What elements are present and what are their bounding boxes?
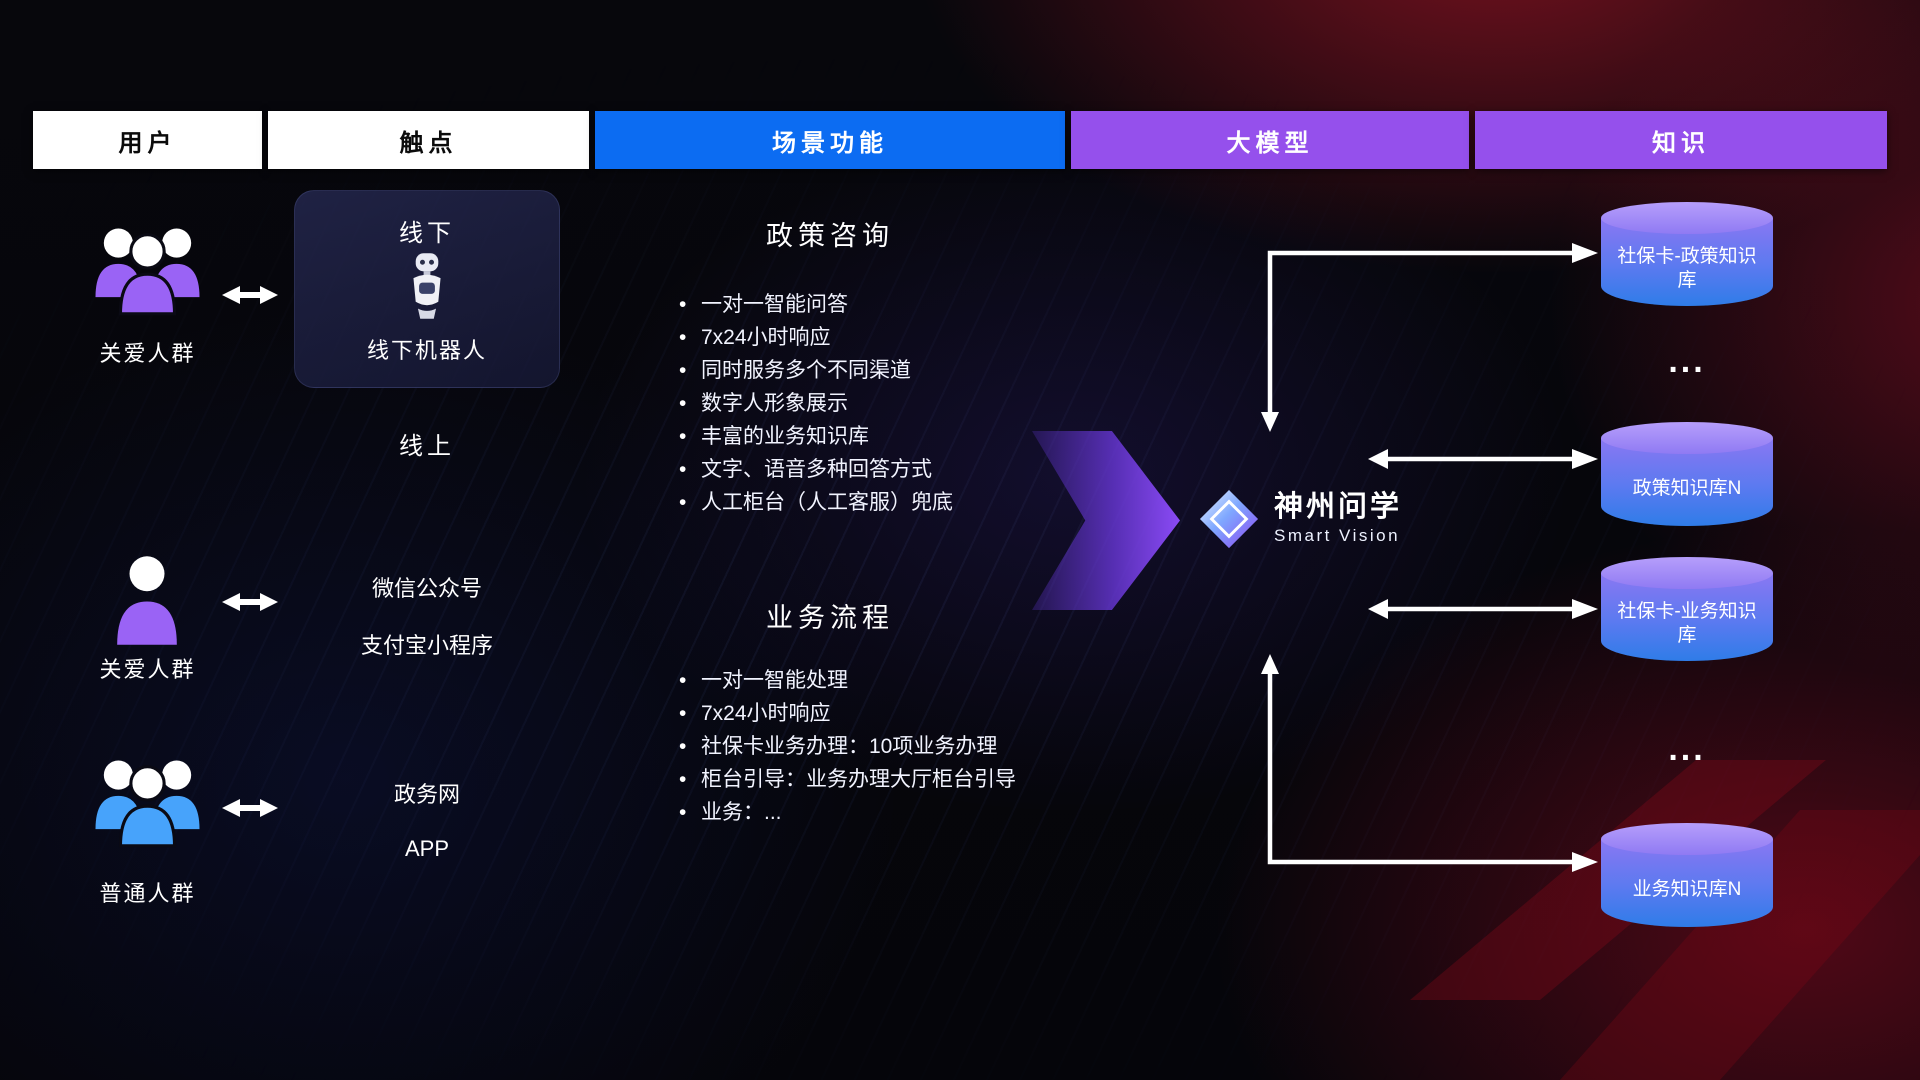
database-icon bbox=[1601, 823, 1773, 855]
person-icon bbox=[111, 552, 183, 655]
db-label: 社保卡-业务知识库 bbox=[1617, 601, 1757, 646]
db-label: 社保卡-政策知识库 bbox=[1617, 246, 1757, 291]
knowledge-db-policy-n: 政策知识库N bbox=[1601, 422, 1773, 528]
feature-item: 7x24小时响应 bbox=[677, 697, 1016, 730]
feature-item: 一对一智能问答 bbox=[677, 288, 953, 321]
header-label: 触点 bbox=[399, 129, 458, 157]
offline-touchpoint-card: 线下 线下机器人 bbox=[294, 190, 560, 388]
knowledge-db-business-n: 业务知识库N bbox=[1601, 823, 1773, 929]
column-header-scenarios: 场景功能 bbox=[595, 111, 1065, 169]
column-header-users: 用户 bbox=[33, 111, 262, 169]
channel-alipay: 支付宝小程序 bbox=[360, 633, 493, 658]
feature-item: 7x24小时响应 bbox=[677, 321, 953, 354]
column-header-knowledge: 知识 bbox=[1475, 111, 1887, 169]
feature-item: 柜台引导：业务办理大厅柜台引导 bbox=[677, 763, 1016, 796]
knowledge-db-business-socialcard: 社保卡-业务知识库 bbox=[1601, 557, 1773, 663]
feature-item: 同时服务多个不同渠道 bbox=[677, 354, 953, 387]
scenario-title-business: 业务流程 bbox=[766, 603, 894, 633]
model-name: 神州问学 bbox=[1274, 491, 1403, 523]
database-icon bbox=[1601, 202, 1773, 234]
group-people-icon bbox=[85, 748, 210, 857]
ellipsis: ... bbox=[1668, 342, 1706, 380]
robot-icon bbox=[404, 251, 450, 326]
diamond-logo-icon bbox=[1198, 488, 1260, 555]
ellipsis: ... bbox=[1668, 730, 1706, 768]
group-people-icon bbox=[85, 216, 210, 325]
header-label: 知识 bbox=[1652, 129, 1710, 157]
header-label: 场景功能 bbox=[772, 129, 888, 157]
db-label: 政策知识库N bbox=[1632, 478, 1742, 499]
user-group-label: 普通人群 bbox=[99, 881, 196, 906]
feature-item: 人工柜台（人工客服）兜底 bbox=[677, 486, 953, 519]
offline-title: 线下 bbox=[399, 220, 455, 247]
feature-item: 数字人形象展示 bbox=[677, 387, 953, 420]
model-logo: 神州问学 Smart Vision bbox=[1198, 488, 1402, 555]
column-header-touchpoints: 触点 bbox=[268, 111, 589, 169]
header-label: 用户 bbox=[118, 129, 177, 157]
model-subtitle: Smart Vision bbox=[1274, 526, 1401, 545]
feature-item: 丰富的业务知识库 bbox=[677, 420, 953, 453]
column-header-model: 大模型 bbox=[1071, 111, 1469, 169]
business-feature-list: 一对一智能处理 7x24小时响应 社保卡业务办理：10项业务办理 柜台引导：业务… bbox=[677, 664, 1016, 829]
header-label: 大模型 bbox=[1226, 129, 1314, 157]
knowledge-db-policy-socialcard: 社保卡-政策知识库 bbox=[1601, 202, 1773, 308]
channel-gov-web: 政务网 bbox=[393, 782, 460, 807]
channel-wechat: 微信公众号 bbox=[371, 576, 482, 601]
policy-feature-list: 一对一智能问答 7x24小时响应 同时服务多个不同渠道 数字人形象展示 丰富的业… bbox=[677, 288, 953, 519]
offline-robot-label: 线下机器人 bbox=[366, 338, 487, 363]
feature-item: 业务：... bbox=[677, 796, 1016, 829]
user-group-label: 关爱人群 bbox=[99, 657, 196, 682]
scenario-title-policy: 政策咨询 bbox=[766, 221, 894, 251]
feature-item: 一对一智能处理 bbox=[677, 664, 1016, 697]
db-label: 业务知识库N bbox=[1632, 879, 1742, 900]
user-group-label: 关爱人群 bbox=[99, 341, 196, 366]
channel-app: APP bbox=[404, 836, 450, 861]
database-icon bbox=[1601, 557, 1773, 589]
online-title: 线上 bbox=[399, 433, 455, 460]
feature-item: 社保卡业务办理：10项业务办理 bbox=[677, 730, 1016, 763]
feature-item: 文字、语音多种回答方式 bbox=[677, 453, 953, 486]
database-icon bbox=[1601, 422, 1773, 454]
